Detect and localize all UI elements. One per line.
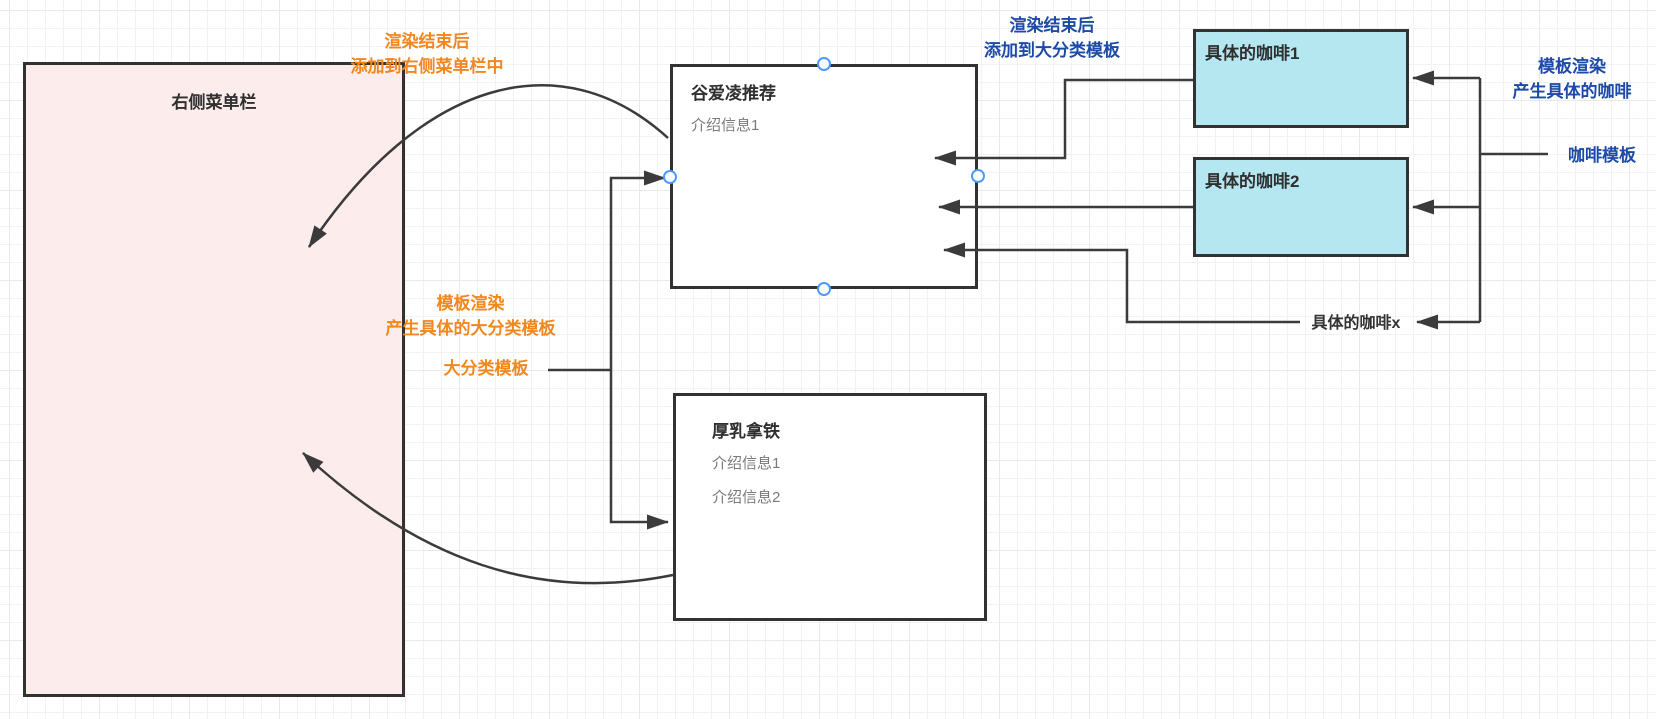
annotation-line: 模板渲染 (1538, 57, 1606, 76)
annotation-line: 大分类模板 (443, 359, 529, 378)
connection-handle-bottom[interactable] (817, 282, 831, 296)
annotation-render-end-menu[interactable]: 渲染结束后 添加到右侧菜单栏中 (337, 29, 517, 79)
annotation-render-end-category[interactable]: 渲染结束后 添加到大分类模板 (962, 13, 1142, 63)
category-box-top-info-1: 介绍信息1 (691, 117, 760, 134)
annotation-line: 渲染结束后 (384, 32, 470, 51)
menu-panel-title: 右侧菜单栏 (171, 93, 257, 112)
annotation-line: 模板渲染 (436, 294, 505, 313)
coffee-box-2[interactable]: 具体的咖啡2 (1193, 157, 1409, 257)
menu-panel-shape[interactable]: 右侧菜单栏 (23, 62, 405, 697)
connection-handle-right[interactable] (971, 169, 985, 183)
category-box-bottom[interactable]: 厚乳拿铁 介绍信息1 介绍信息2 (673, 393, 987, 621)
connector-category-bottom-to-menu[interactable] (302, 452, 674, 585)
category-box-bottom-info-1: 介绍信息1 (712, 455, 781, 472)
annotation-line: 产生具体的大分类模板 (385, 319, 556, 338)
connector-category-top-to-menu[interactable] (307, 84, 669, 248)
selection-handles (663, 57, 985, 296)
category-box-bottom-title: 厚乳拿铁 (712, 422, 780, 441)
connector-coffee-template-trunk[interactable] (1412, 70, 1548, 330)
annotation-template-render-coffee[interactable]: 模板渲染 产生具体的咖啡 (1488, 54, 1656, 104)
annotation-template-render-category[interactable]: 模板渲染 产生具体的大分类模板 (378, 291, 563, 341)
connection-handle-left[interactable] (663, 170, 677, 184)
annotation-category-template[interactable]: 大分类模板 (430, 356, 542, 381)
annotation-line: 产生具体的咖啡 (1512, 82, 1632, 101)
connector-category-template-trunk[interactable] (548, 170, 669, 530)
annotation-line: 渲染结束后 (1009, 16, 1095, 35)
connector-coffee1-to-category-top[interactable] (934, 78, 1193, 166)
category-box-top-title: 谷爱凌推荐 (691, 84, 776, 103)
annotation-line: 添加到大分类模板 (984, 41, 1120, 60)
annotation-coffee-template[interactable]: 咖啡模板 (1552, 143, 1652, 168)
annotation-line: 咖啡模板 (1568, 146, 1636, 165)
coffee-box-2-title: 具体的咖啡2 (1205, 172, 1300, 191)
annotation-line: 具体的咖啡x (1311, 315, 1401, 332)
coffee-box-1[interactable]: 具体的咖啡1 (1193, 29, 1409, 128)
category-box-bottom-info-2: 介绍信息2 (712, 489, 781, 506)
coffee-box-1-title: 具体的咖啡1 (1205, 44, 1300, 63)
label-coffee-x[interactable]: 具体的咖啡x (1300, 311, 1412, 336)
annotation-line: 添加到右侧菜单栏中 (350, 57, 504, 76)
connection-handle-top[interactable] (817, 57, 831, 71)
connector-coffeex-to-category-top[interactable] (943, 242, 1300, 324)
